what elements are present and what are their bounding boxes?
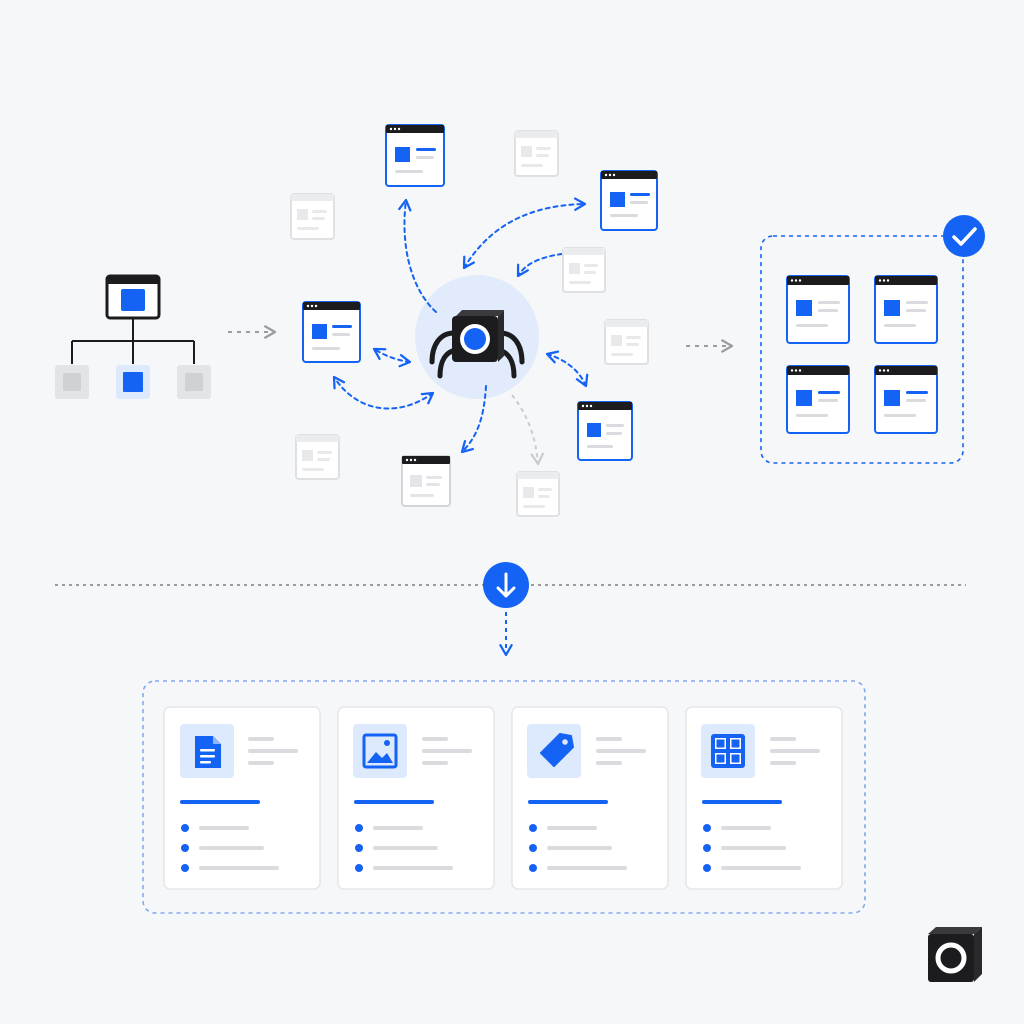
arrow-down-icon	[483, 562, 529, 608]
pending-page	[516, 471, 560, 517]
crawler-bot-icon	[429, 310, 525, 379]
collected-page	[786, 275, 850, 344]
pending-page	[295, 434, 340, 480]
extraction-card	[337, 706, 495, 890]
connector-from-page-right-faded	[516, 253, 563, 278]
extraction-card	[511, 706, 669, 890]
connector-to-page-right	[545, 350, 589, 388]
extraction-card	[685, 706, 843, 890]
image-icon	[353, 724, 407, 778]
collected-pages-group	[760, 215, 985, 464]
crawled-page	[385, 124, 445, 187]
connector-to-page-top	[398, 198, 437, 313]
crawled-page	[600, 170, 658, 231]
crawled-page	[401, 455, 451, 507]
extraction-card	[163, 706, 321, 890]
document-icon	[180, 724, 234, 778]
crawled-page	[302, 301, 361, 363]
pending-page	[290, 193, 335, 240]
crawled-page	[577, 401, 633, 461]
pending-page	[514, 130, 559, 177]
pending-page	[562, 247, 606, 293]
checkmark-icon	[943, 215, 985, 257]
tag-icon	[527, 724, 581, 778]
connector-to-page-bottom-faded	[511, 394, 544, 466]
connector-to-page-left	[372, 347, 412, 368]
connector-to-page-bottom	[460, 385, 487, 454]
crawl-connectors	[332, 197, 589, 454]
connector-to-page-bottom-left	[332, 375, 435, 410]
pending-page	[604, 319, 649, 365]
collected-page	[874, 365, 938, 434]
brand-logo-icon	[928, 927, 982, 982]
collected-page	[874, 275, 938, 344]
collected-page	[786, 365, 850, 434]
connector-to-page-top-right	[462, 197, 587, 270]
grid-icon	[701, 724, 755, 778]
sitemap-icon	[55, 274, 211, 399]
